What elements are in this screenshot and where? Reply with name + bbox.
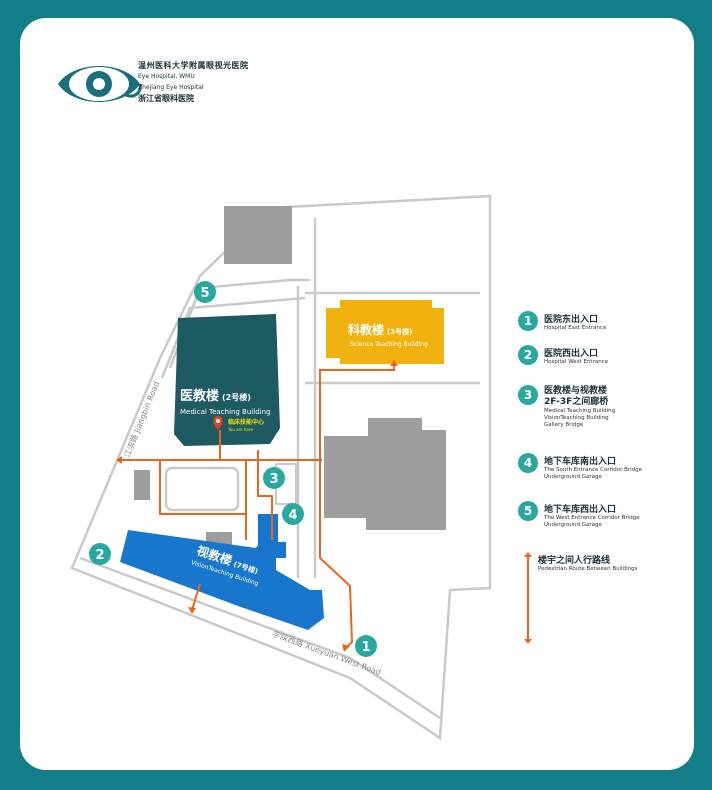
- legend-badge-1: 1: [518, 311, 538, 331]
- legend-badge-3: 3: [518, 385, 538, 405]
- hospital-name-block: 温州医科大学附属眼视光医院 Eye Hospital, WMU Zhejiang…: [138, 60, 249, 104]
- legend-badge-2: 2: [518, 345, 538, 365]
- eye-logo-icon: [58, 66, 142, 102]
- vision-teaching-building: [120, 530, 324, 630]
- legend-route-label-cn: 楼宇之间人行路线: [538, 556, 611, 566]
- marker-label-en: You are here: [227, 427, 253, 432]
- gray-building-east: [324, 418, 446, 530]
- entrance-3-marker: 3: [263, 467, 285, 489]
- legend-route-label-en: Pedestrian Route Between Buildings: [538, 566, 638, 572]
- map-card: 温州医科大学附属眼视光医院 Eye Hospital, WMU Zhejiang…: [20, 18, 694, 770]
- legend-label-en: Hospital East Entrance: [544, 325, 607, 331]
- legend-label-en: Hospital West Entrance: [544, 359, 609, 365]
- legend-label-en: The West Entrance Corridor Bridge Underg…: [544, 515, 640, 528]
- svg-text:5: 5: [200, 286, 209, 301]
- entrance-5-marker: 5: [194, 281, 216, 303]
- hospital-name-en-1: Eye Hospital, WMU: [138, 73, 195, 80]
- legend-label-cn: 地下车库南出入口: [544, 457, 617, 467]
- gray-building-north: [224, 206, 292, 264]
- medical-building-label-cn: 医教楼(2号楼): [180, 388, 251, 404]
- legend-label-cn: 地下车库西出入口: [544, 505, 617, 515]
- hospital-name-cn: 温州医科大学附属眼视光医院: [138, 61, 249, 70]
- hospital-name-en-2: Zhejiang Eye Hospital: [138, 84, 204, 91]
- campus-map: 医教楼(2号楼) Medical Teaching Building 临床技能中…: [70, 194, 492, 741]
- road-label-jiangbin: 江滨路 Jiangbin Road: [122, 380, 162, 459]
- vision-building-wing: [258, 514, 278, 546]
- legend-label-en: Medical Teaching Building VisionTeaching…: [544, 408, 616, 428]
- hospital-name-cn-2: 浙江省眼科医院: [138, 94, 194, 103]
- entrance-2-marker: 2: [89, 543, 111, 565]
- pedestrian-routes: [120, 364, 395, 649]
- legend-label-cn: 医院西出入口: [544, 349, 599, 359]
- svg-text:2: 2: [95, 548, 104, 563]
- science-building-label-cn: 科教楼(3号楼): [348, 322, 412, 337]
- route-arrow-icon: [524, 552, 532, 644]
- science-building-label-en: Science Teaching Building: [350, 341, 428, 348]
- inner-lot: [164, 466, 240, 512]
- legend-label-cn: 医教楼与视教楼 2F-3F之间廊桥: [544, 386, 609, 407]
- svg-text:1: 1: [361, 640, 370, 655]
- medical-building-label-en: Medical Teaching Building: [180, 408, 270, 416]
- marker-label-cn: 临床技能中心: [228, 418, 264, 426]
- entrance-4-marker: 4: [282, 503, 304, 525]
- science-teaching-building: [326, 300, 444, 364]
- legend-badge-5: 5: [518, 501, 538, 521]
- medical-teaching-building: [174, 314, 280, 446]
- legend-badge-4: 4: [518, 453, 538, 473]
- svg-text:4: 4: [288, 508, 297, 523]
- entrance-1-marker: 1: [355, 635, 377, 657]
- legend-label-cn: 医院东出入口: [544, 315, 599, 325]
- legend-label-en: The South Entrance Corridor Bridge Under…: [544, 467, 643, 480]
- gray-building-small-west: [134, 470, 150, 500]
- svg-text:3: 3: [269, 472, 278, 487]
